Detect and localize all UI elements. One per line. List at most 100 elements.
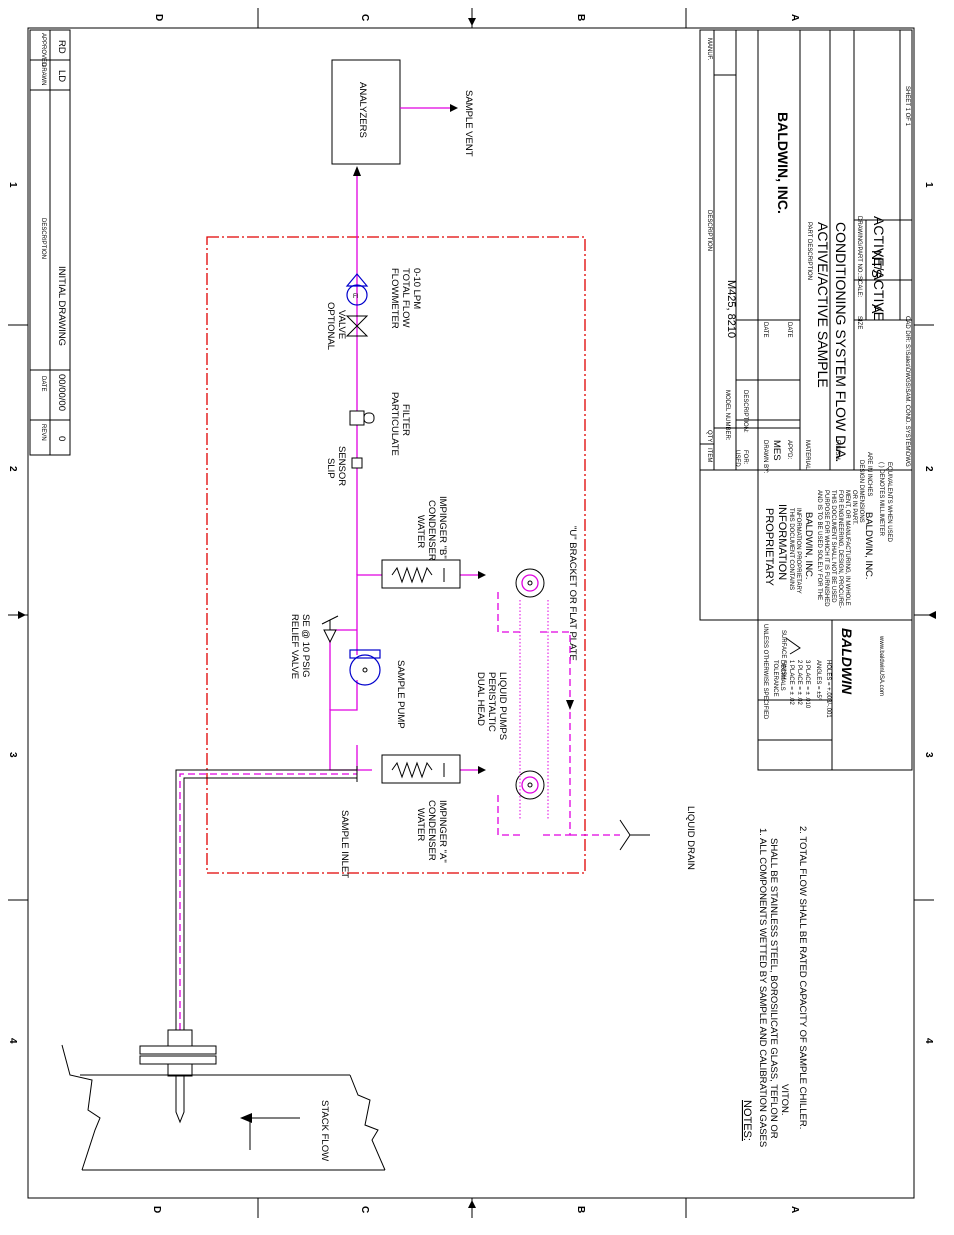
website: www.baldwinUSA.com [878,635,884,696]
tb-part-desc-label: PART DESCRIPTION [806,222,812,280]
prop-9: FOR ENGINEERING, DESIGN, PROCURE- [837,490,843,608]
rev-hdr-date: DATE [40,376,46,392]
optional-valve-icon [345,315,369,337]
rev-hdr-revn: REVN [40,424,46,441]
tol-surface: SURFACE FINISH [780,630,786,680]
prop-3: THIS DOCUMENT CONTAINS [788,508,794,590]
liquid-drain-icon [619,819,631,851]
prop-2: INFORMATION [776,504,788,580]
zone-right-4: 4 [923,1038,934,1044]
tb-size-label: SIZE [856,316,862,329]
tol-5: 2 PLACE = ± .02 [796,660,802,705]
prop-5: BALDWIN, INC. [803,512,814,580]
liquid-pumps-label-3: LIQUID PUMPS [497,672,508,740]
tb-used: USED [734,450,740,467]
u-bracket-outline [206,236,586,874]
tb-description-hdr: DESCRIPTION [706,210,712,251]
tb-part-no: ACTIVE/ACTIVE [871,216,887,321]
prop-12: BALDWIN, INC. [863,512,874,580]
zone-bottom-d: D [151,1206,162,1213]
flowmeter-label-1: FLOWMETER [389,268,400,329]
stack-flow-label: STACK FLOW [319,1100,330,1161]
liquid-drain-label: LIQUID DRAIN [685,806,696,870]
stack-duct [61,1044,386,1171]
relief-valve-label-1: RELIEF VALVE [289,614,300,679]
tb-scale-label: SCALE: [856,276,862,298]
liquid-drain-lines [497,592,620,836]
zone-left-1: 1 [7,182,18,188]
rev-description: INITIAL DRAWING [56,266,67,346]
zone-left-3: 3 [7,752,18,758]
zone-left-2: 2 [7,466,18,472]
tol-4: 1 PLACE = ± .02 [788,660,794,705]
condenser-b-label-2: CONDENSER [426,500,437,561]
tb-part-no-label: DRAWING/PART NO.: [856,216,862,276]
prop-1: PROPRIETARY [763,508,775,586]
sample-pump-label: SAMPLE PUMP [395,660,406,729]
tol-8: HOLES = +.003/-.001 [825,660,831,718]
rev-approved: RD [56,40,67,54]
tb-part-desc-2: CONDITIONING SYSTEM FLOW DIA. [833,222,849,462]
rev-revn: 0 [56,436,67,441]
rev-hdr-description: DESCRIPTION [40,218,46,259]
rev-date: 00/00/00 [56,374,67,411]
flowmeter-symbol [346,284,368,306]
heated-sample-line [175,766,358,1030]
tol-2: TOLERANCE [772,660,778,697]
tolerance-block [757,619,913,771]
liquid-pumps-label-2: PERISTALTIC [486,672,497,732]
tb-item: ITEM [706,448,712,462]
prop-10: MENT, OR MANUFACTURING, IN WHOLE [844,490,850,606]
tb-date-2: DATE [786,322,792,338]
rev-hdr-drawn: DRAWN [40,63,46,85]
tb-finish: FINISH [834,440,840,460]
tb-date-1: DATE [762,322,768,338]
relief-valve-label-2: SE @ 10 PSIG [300,614,311,678]
tol-1: UNLESS OTHERWISE SPECIFIED [762,624,768,720]
filter-label-2: FILTER [400,404,411,436]
prop-6: AND IS TO BE USED SOLELY FOR THE [816,490,822,600]
surface-finish-icon [785,637,801,655]
vent-arrowhead [450,104,458,112]
condenser-b-label-1: WATER [415,515,426,548]
particulate-filter-icon [349,410,365,426]
prop-8: THIS DOCUMENT SHALL NOT BE USED [830,490,836,603]
prop-4: INFORMATION PROPRIETARY [795,508,801,594]
zone-right-1: 1 [923,182,934,188]
tb-dims-1: DESIGN DIMENSIONS [858,460,864,523]
tb-qty: QTY [706,430,712,442]
sample-inlet-label: SAMPLE INLET [339,810,350,878]
tb-dims-2: ARE IN INCHES [866,452,872,496]
zone-bottom-a: A [789,1206,800,1213]
zone-top-d: D [153,14,164,21]
probe-flange-icon [139,1029,217,1124]
tb-part-desc-1: ACTIVE/ACTIVE SAMPLE [815,222,831,388]
tb-size: A [869,304,885,314]
note-line-4: 2. TOTAL FLOW SHALL BE RATED CAPACITY OF… [797,826,808,1129]
flowmeter-label-2: TOTAL FLOW [400,268,411,328]
tb-model-value: M425, 8210 [725,280,737,338]
zone-bottom-c: C [359,1206,370,1213]
sample-vent-label: SAMPLE VENT [463,90,474,157]
bracket-label: "U" BRACKET OR FLAT PLATE [567,526,578,661]
condenser-a-icon [381,754,461,784]
tb-dims-4: EQUIVALENTS WHEN USED [886,462,892,543]
logo: BALDWIN [839,628,855,695]
zone-ticks [8,8,936,1218]
zone-right-3: 3 [923,752,934,758]
prop-11: OR IN PART. [851,490,857,525]
notes-title: NOTES: [741,1100,753,1141]
revision-block [29,29,71,456]
rev-drawn: LD [56,70,67,82]
zone-top-a: A [789,14,800,21]
prop-7: PURPOSE FOR WHICH IT IS FURNISHED [823,490,829,607]
zone-left-4: 4 [7,1038,18,1044]
tb-for: FOR: [742,450,748,465]
tb-drawn-by: DRAWN BY: [762,440,768,474]
rev-hdr-approved: APPROVED [40,33,46,67]
flowmeter-cone [345,273,369,287]
flowmeter-label-3: 0-10 LPM [411,268,422,309]
tb-material: MATERIAL [804,440,810,470]
analyzers-box [331,59,401,165]
